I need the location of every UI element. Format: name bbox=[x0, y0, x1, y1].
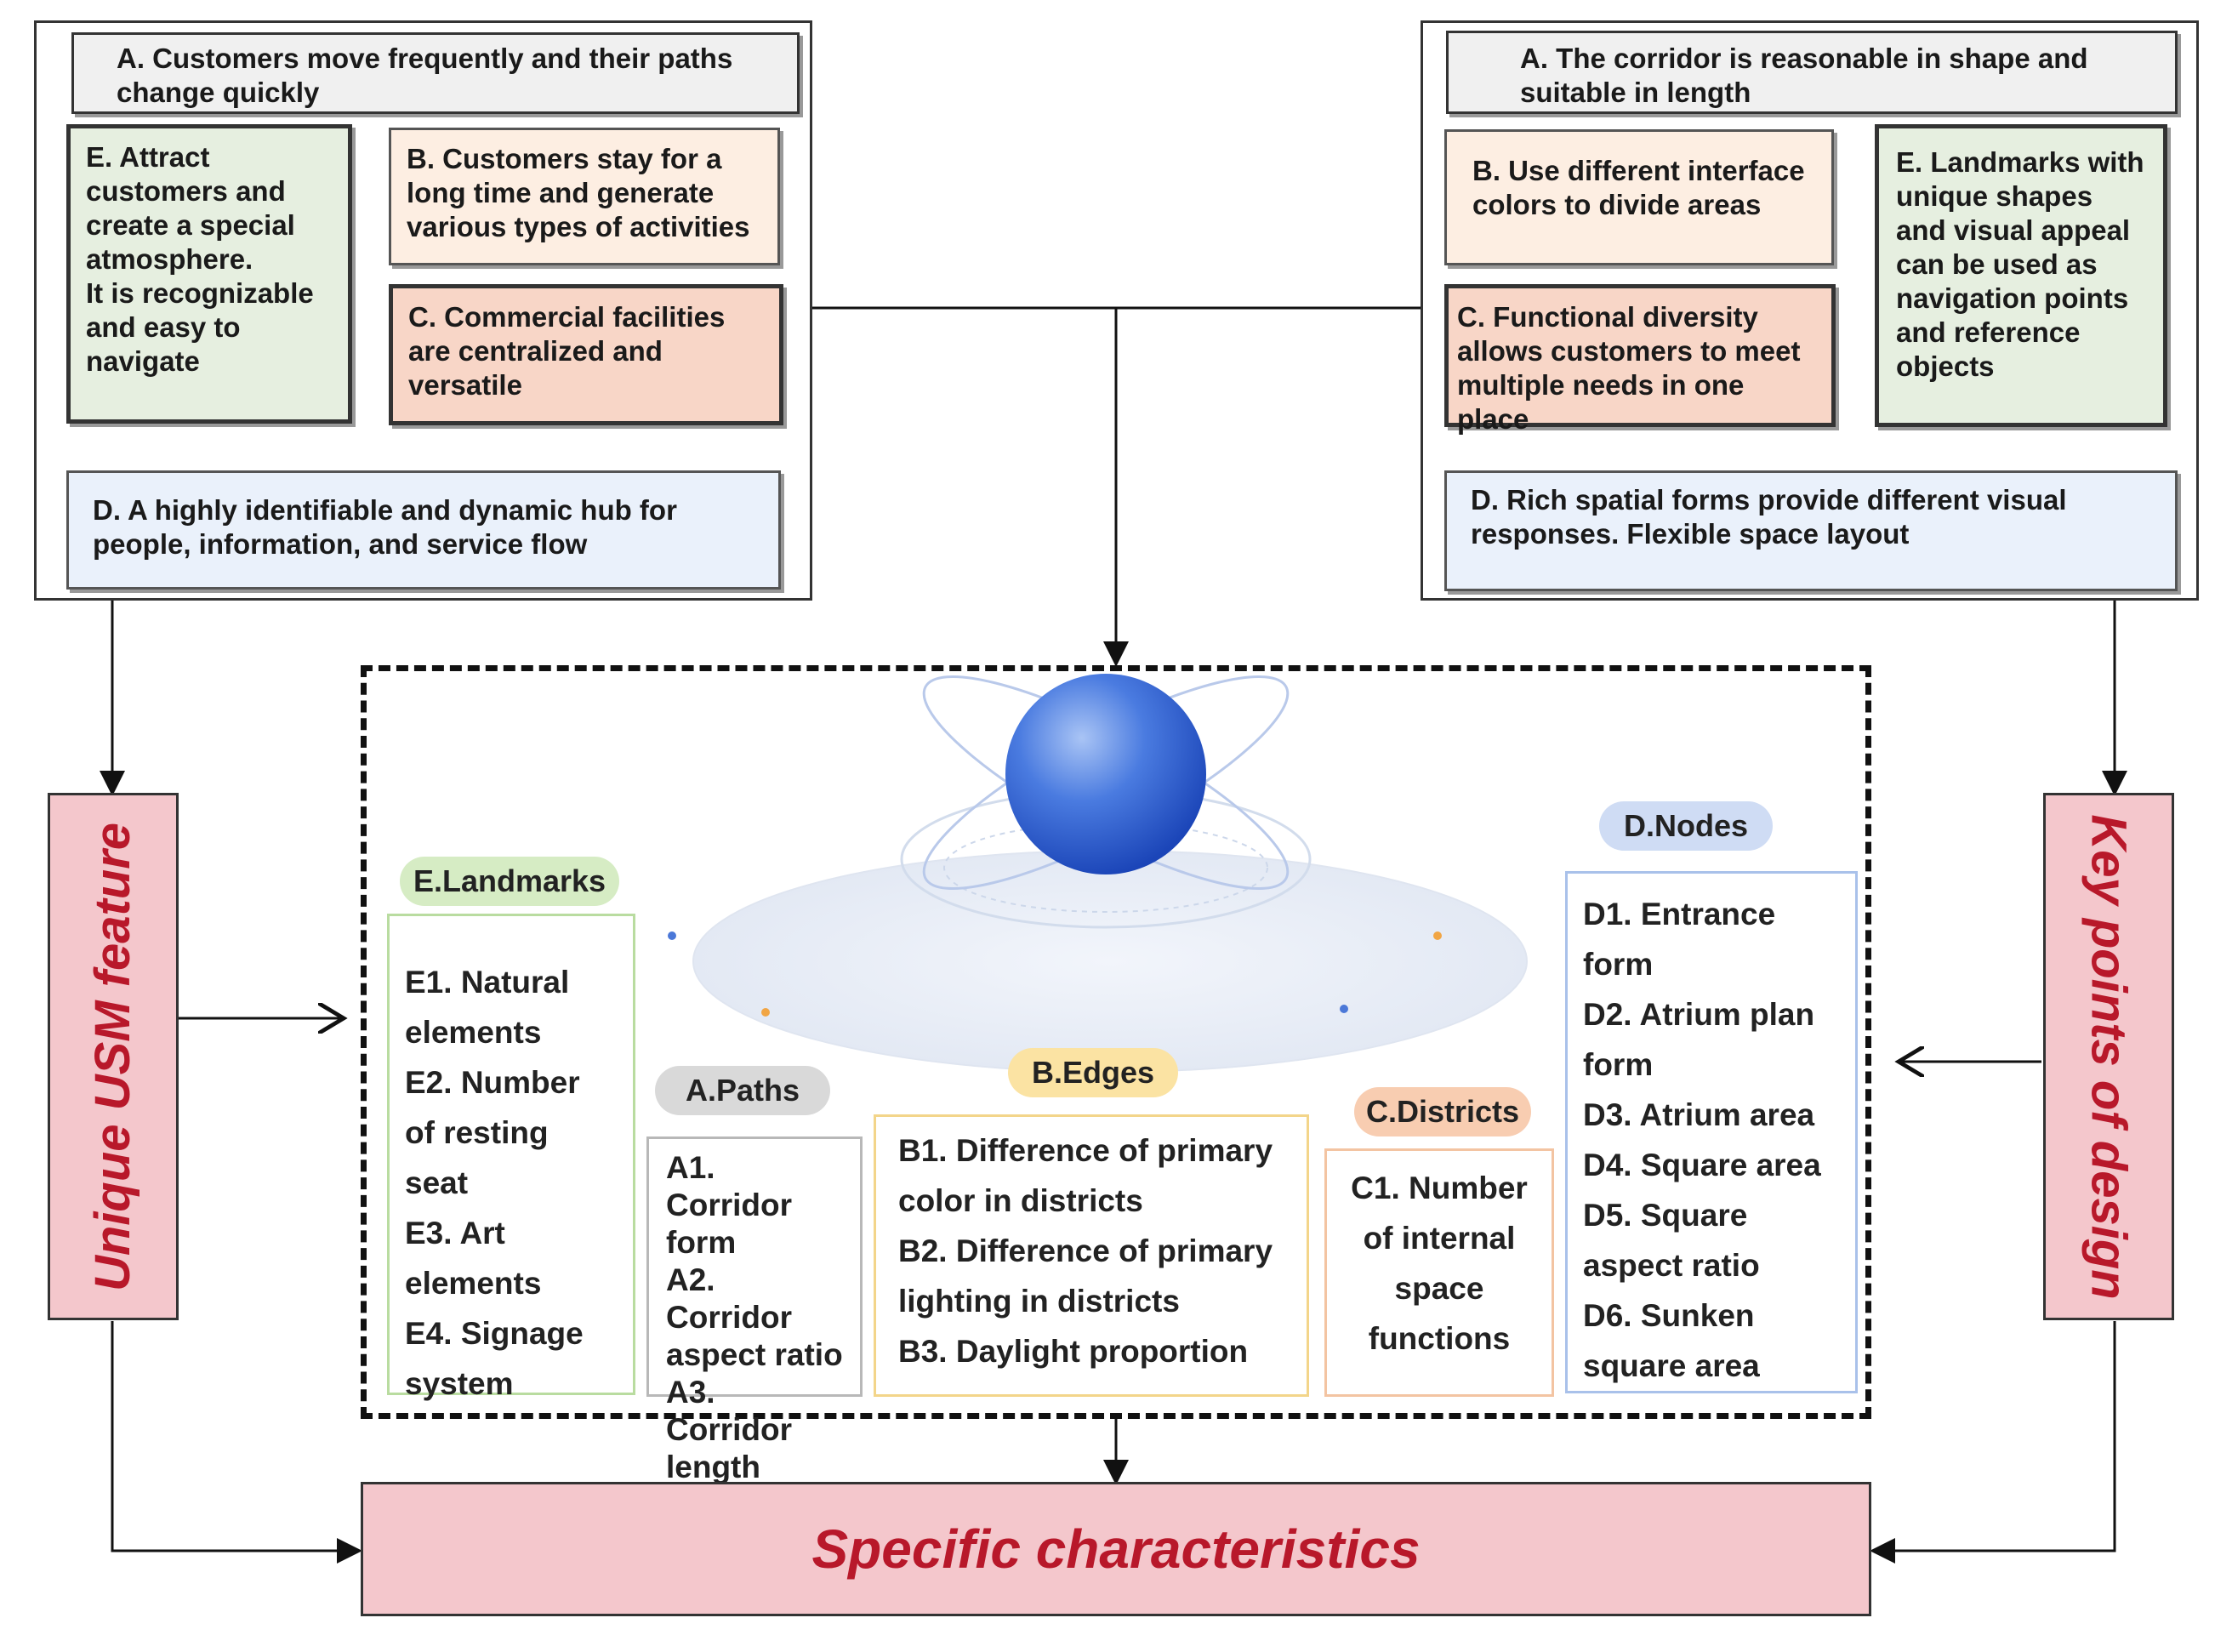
left-box-d: D. A highly identifiable and dynamic hub… bbox=[66, 470, 781, 590]
key-points-of-design-text: Key points of design bbox=[2081, 813, 2137, 1300]
dot-blue-1 bbox=[668, 931, 676, 940]
districts-title-text: C.Districts bbox=[1365, 1094, 1520, 1129]
globe-illustration bbox=[668, 674, 1528, 1073]
platform-ellipse bbox=[692, 850, 1528, 1073]
key-points-of-design-label: Key points of design bbox=[2043, 793, 2174, 1320]
right-to-bottom-arrow bbox=[1870, 1321, 2116, 1564]
specific-characteristics-text: Specific characteristics bbox=[811, 1518, 1421, 1580]
left-box-b: B. Customers stay for a long time and ge… bbox=[389, 128, 780, 265]
edges-list: B1. Difference of primary color in distr… bbox=[874, 1114, 1309, 1397]
right-box-a: A. The corridor is reasonable in shape a… bbox=[1446, 31, 2178, 114]
districts-title: C.Districts bbox=[1354, 1087, 1531, 1136]
right-box-e: E. Landmarks with unique shapes and visu… bbox=[1875, 124, 2167, 427]
right-box-b: B. Use different interface colors to div… bbox=[1444, 129, 1834, 265]
left-to-bottom-arrow bbox=[111, 1321, 362, 1564]
districts-list: C1. Number of internal space functions bbox=[1324, 1148, 1554, 1397]
globe-sphere bbox=[1005, 674, 1206, 874]
left-box-c: C. Commercial facilities are centralized… bbox=[389, 284, 783, 425]
dot-orange-2 bbox=[1433, 931, 1442, 940]
unique-usm-feature-label: Unique USM feature bbox=[48, 793, 179, 1320]
unique-usm-feature-text: Unique USM feature bbox=[85, 822, 141, 1291]
paths-title: A.Paths bbox=[655, 1066, 830, 1115]
nodes-title-text: D.Nodes bbox=[1623, 808, 1749, 843]
landmarks-title: E.Landmarks bbox=[400, 857, 619, 906]
left-box-a: A. Customers move frequently and their p… bbox=[71, 32, 800, 114]
dot-orange-1 bbox=[761, 1008, 770, 1017]
edges-title: B.Edges bbox=[1008, 1048, 1178, 1097]
nodes-list: D1. Entrance form D2. Atrium plan form D… bbox=[1565, 871, 1858, 1393]
paths-title-text: A.Paths bbox=[685, 1073, 800, 1108]
specific-characteristics-box: Specific characteristics bbox=[361, 1482, 1871, 1616]
dot-blue-2 bbox=[1340, 1005, 1348, 1013]
nodes-title: D.Nodes bbox=[1599, 801, 1773, 851]
right-box-d: D. Rich spatial forms provide different … bbox=[1444, 470, 2178, 591]
edges-title-text: B.Edges bbox=[1031, 1055, 1155, 1090]
landmarks-title-text: E.Landmarks bbox=[413, 863, 606, 898]
landmarks-list: E1. Natural elements E2. Number of resti… bbox=[387, 914, 635, 1401]
paths-list: A1. Corridor form A2. Corridor aspect ra… bbox=[646, 1136, 863, 1484]
left-box-e: E. Attract customers and create a specia… bbox=[66, 124, 352, 424]
right-box-c: C. Functional diversity allows customers… bbox=[1444, 284, 1836, 435]
